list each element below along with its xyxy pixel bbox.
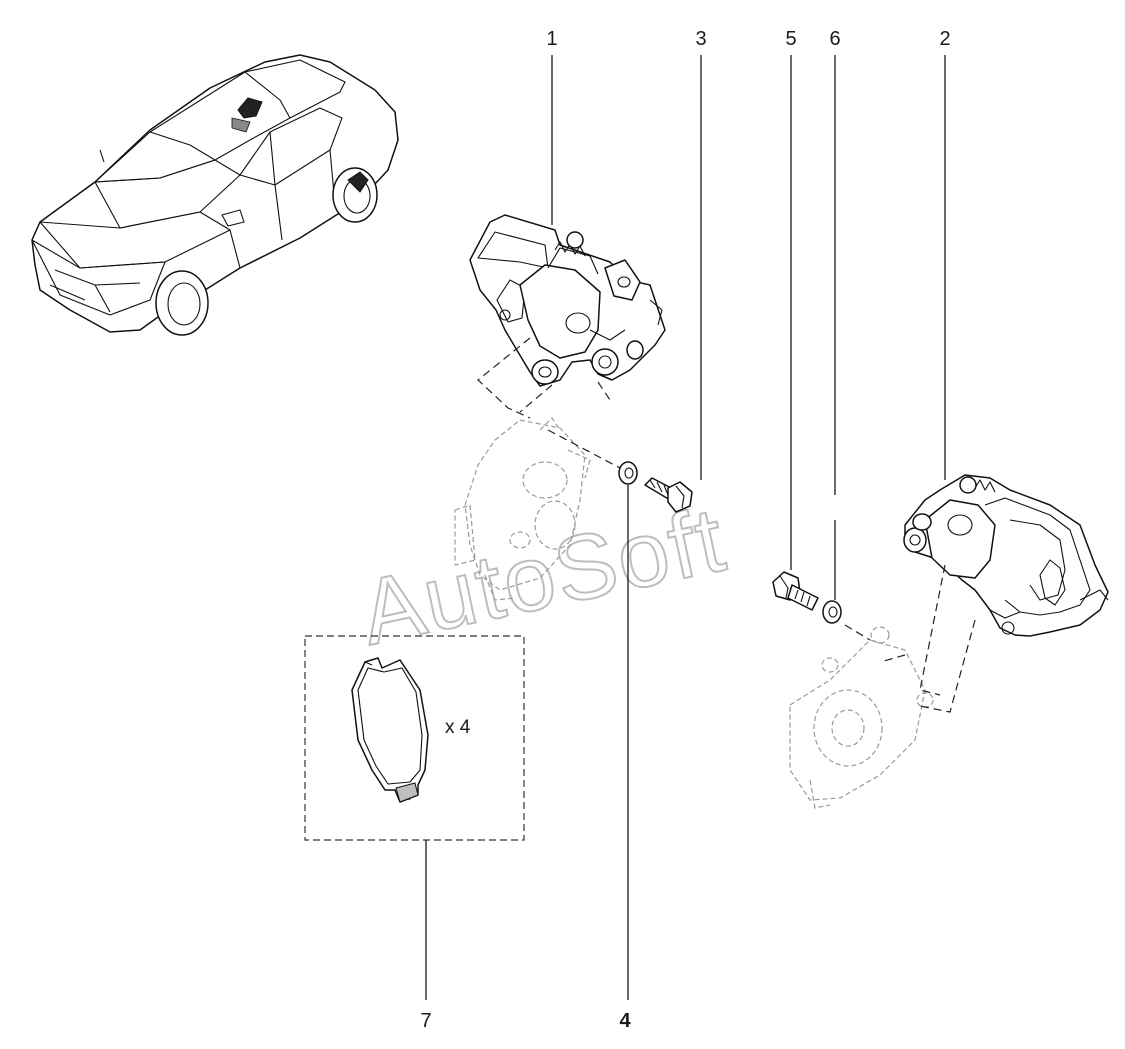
- callout-numbers: 1 3 5 6 2 4 7: [420, 28, 950, 1032]
- car-location-illustration: [31, 54, 399, 336]
- assembly-lines-left: [477, 337, 621, 469]
- watermark: AutoSoft: [351, 487, 735, 665]
- callout-4: 4: [619, 1010, 631, 1032]
- left-hub-knuckle-ghost: [454, 417, 591, 601]
- leader-lines: [425, 55, 946, 1000]
- washer-left: [618, 461, 638, 485]
- brake-pad-kit: x 4: [304, 635, 525, 841]
- pad-kit-boundary: [304, 635, 525, 841]
- watermark-text: AutoSoft: [352, 488, 734, 664]
- assembly-lines-right: [844, 564, 976, 713]
- callout-6: 6: [829, 28, 840, 50]
- brake-caliper-left: [469, 214, 666, 387]
- callout-3: 3: [695, 28, 706, 50]
- brake-caliper-right: [903, 474, 1109, 637]
- callout-7: 7: [420, 1010, 431, 1032]
- right-hub-knuckle-ghost: [789, 626, 934, 809]
- callout-1: 1: [546, 28, 557, 50]
- guide-bolt-left: [644, 477, 693, 513]
- washer-right: [822, 600, 842, 624]
- callout-2: 2: [939, 28, 950, 50]
- pad-quantity-label: x 4: [445, 717, 471, 738]
- callout-5: 5: [785, 28, 796, 50]
- guide-bolt-right: [772, 571, 819, 611]
